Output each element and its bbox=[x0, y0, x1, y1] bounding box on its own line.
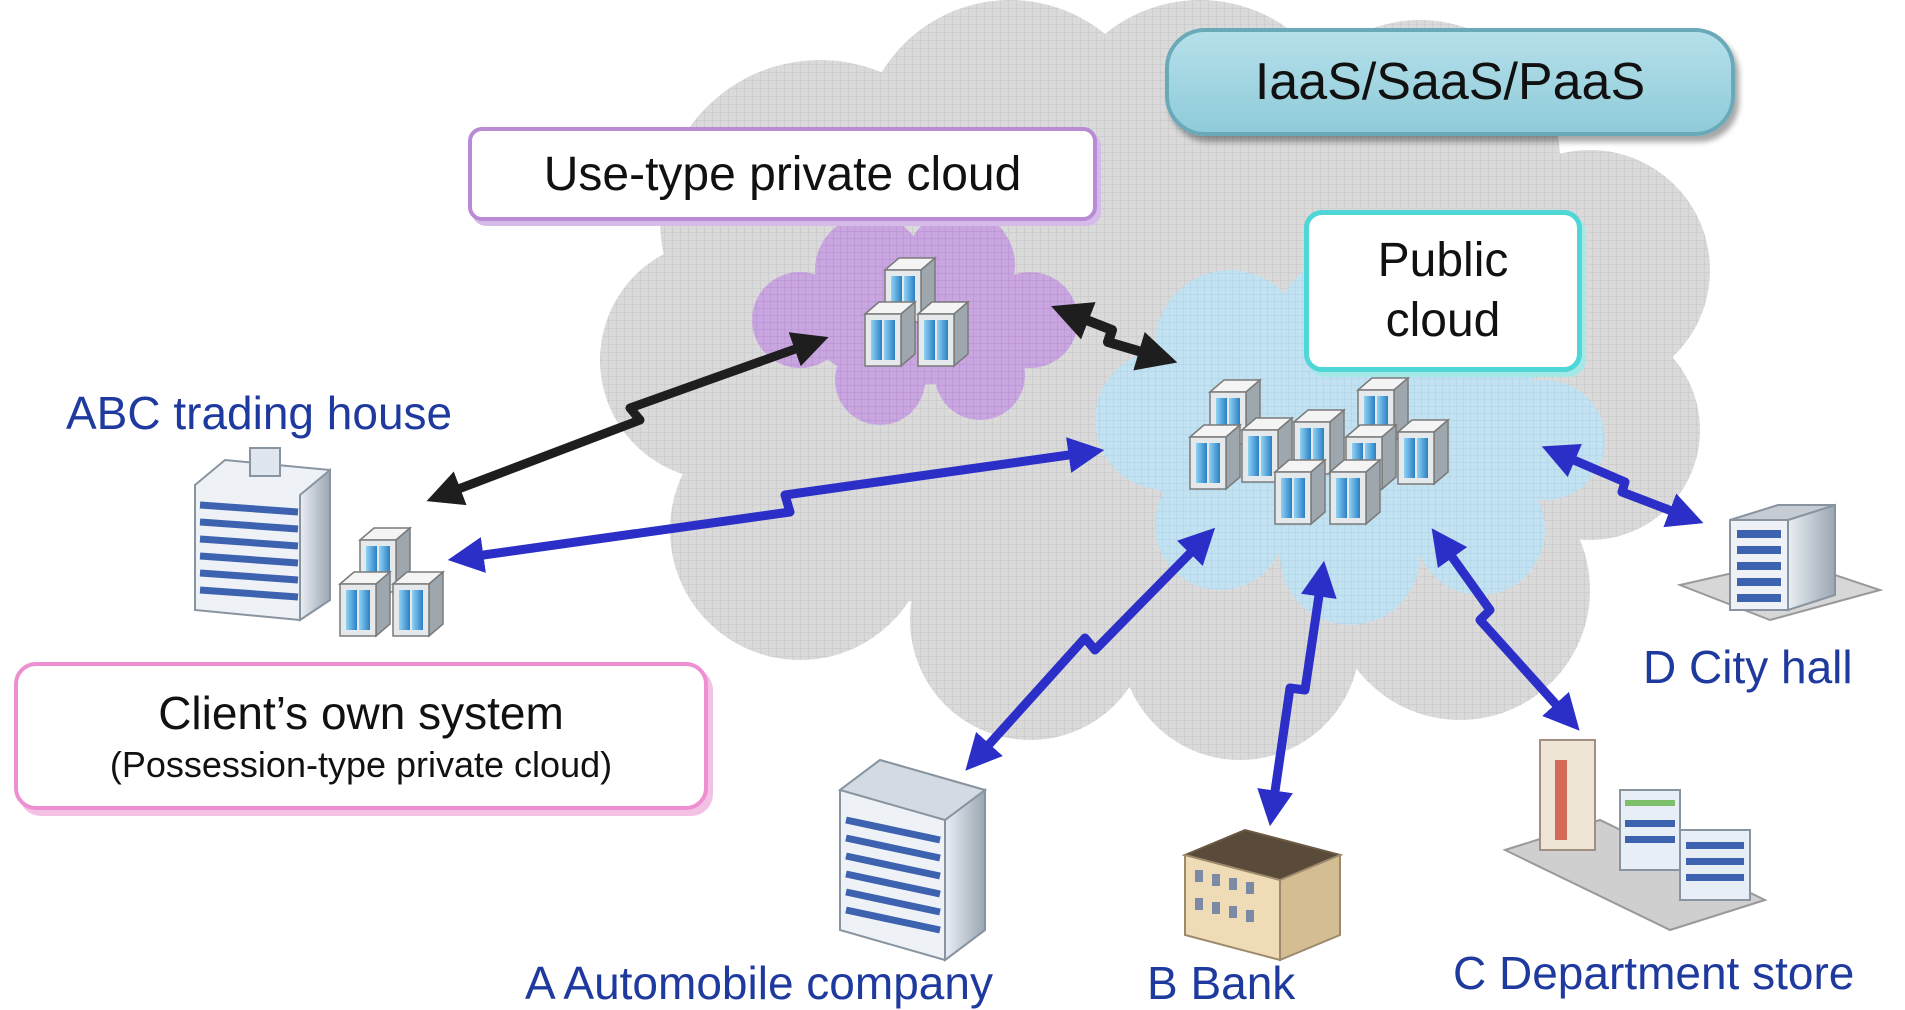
b-bank-label: B Bank bbox=[1147, 957, 1296, 1009]
arrow-public-to-b-bank bbox=[1257, 560, 1337, 827]
d-city-hall-building bbox=[1676, 503, 1884, 622]
iaas-label: IaaS/SaaS/PaaS bbox=[1254, 53, 1646, 111]
d-city-hall-label: D City hall bbox=[1643, 641, 1853, 693]
public-cloud-box: Public cloud bbox=[1304, 210, 1582, 372]
public-cloud-label-line2: cloud bbox=[1385, 294, 1501, 347]
a-automobile-building bbox=[837, 758, 988, 962]
abc-trading-house-building bbox=[194, 447, 331, 622]
arrow-public-to-a-automobile bbox=[965, 527, 1216, 771]
arrow-public-to-d-city-hall bbox=[1541, 443, 1704, 528]
use-type-private-cloud-label: Use-type private cloud bbox=[543, 147, 1022, 201]
c-department-store-label: C Department store bbox=[1453, 947, 1855, 999]
c-department-store-building bbox=[1502, 739, 1768, 932]
a-automobile-label: A Automobile company bbox=[525, 957, 993, 1009]
arrow-public-to-client bbox=[447, 437, 1105, 573]
iaas-box: IaaS/SaaS/PaaS bbox=[1165, 28, 1735, 136]
client-own-system-box: Client’s own system (Possession-type pri… bbox=[14, 662, 708, 810]
client-own-servers bbox=[339, 527, 444, 637]
arrow-public-to-c-store bbox=[1431, 528, 1580, 731]
client-own-system-label: Client’s own system bbox=[158, 687, 564, 739]
b-bank-building bbox=[1181, 828, 1344, 962]
use-type-private-cloud-box: Use-type private cloud bbox=[468, 127, 1097, 221]
arrow-private-to-public bbox=[1051, 302, 1178, 371]
abc-trading-house-label: ABC trading house bbox=[66, 387, 453, 439]
possession-type-label: (Possession-type private cloud) bbox=[109, 744, 613, 785]
public-cloud-label-line1: Public bbox=[1377, 234, 1509, 287]
